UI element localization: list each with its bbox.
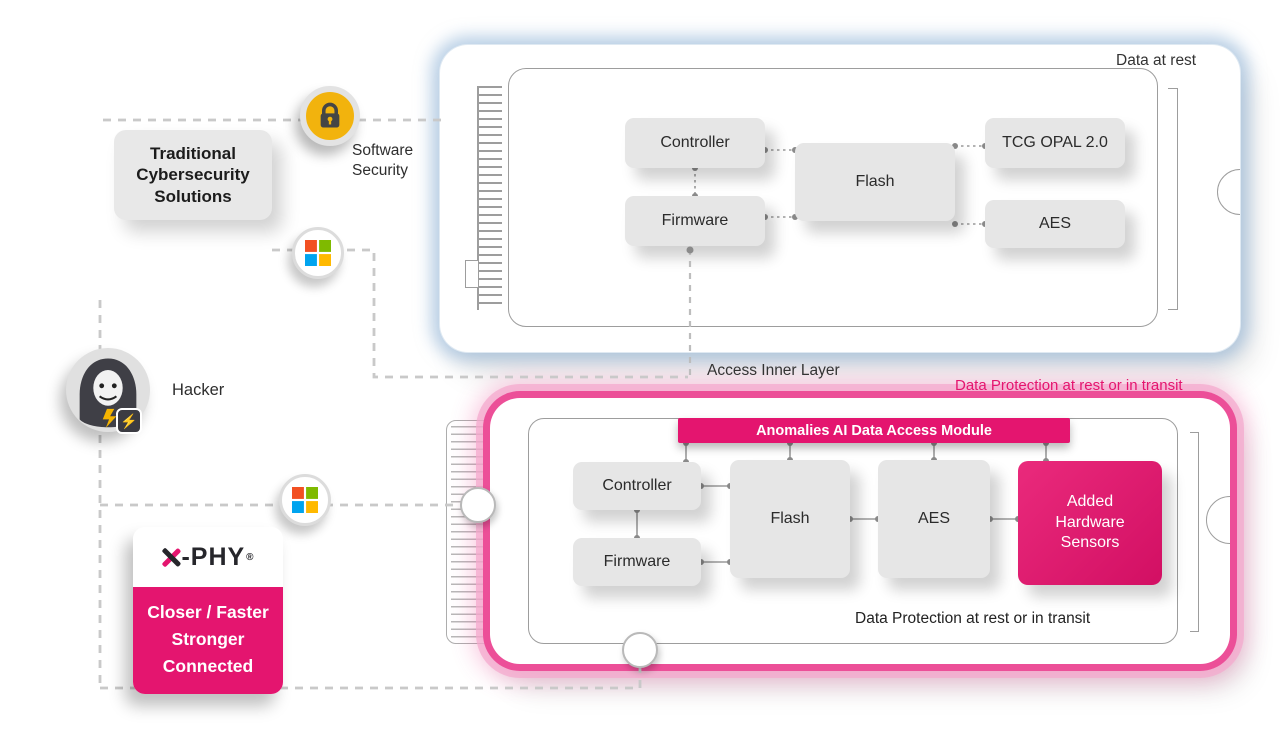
- label-hacker: Hacker: [172, 381, 225, 399]
- xphy-logo: -PHY®: [133, 527, 283, 587]
- block-firmware-bottom: Firmware: [573, 538, 701, 586]
- inner-layer-border-top: [508, 68, 1158, 327]
- tagline-line-2: Stronger: [171, 629, 245, 650]
- connection-node-bottom: [622, 632, 658, 668]
- xphy-x-glyph-icon: [161, 547, 180, 568]
- block-tcg-opal: TCG OPAL 2.0: [985, 118, 1125, 168]
- windows-icon-bottom: [279, 474, 331, 526]
- windows-logo-icon: [292, 487, 318, 513]
- tagline-line-3: Connected: [162, 656, 254, 677]
- connection-node-left: [460, 487, 496, 523]
- registered-mark: ®: [246, 551, 255, 563]
- anomalies-ai-banner: Anomalies AI Data Access Module: [678, 418, 1070, 443]
- windows-logo-icon: [305, 240, 331, 266]
- right-bracket-top: [1168, 88, 1178, 310]
- software-security-lock-icon: [300, 86, 360, 146]
- block-added-hardware-sensors: Added Hardware Sensors: [1018, 461, 1162, 585]
- block-controller-top: Controller: [625, 118, 765, 168]
- block-flash-bottom: Flash: [730, 460, 850, 578]
- bottom-ssd-card: Anomalies AI Data Access Module Controll…: [490, 398, 1230, 664]
- windows-icon-top: [292, 227, 344, 279]
- label-software-security: Software Security: [352, 142, 414, 180]
- xphy-brand-text: -PHY: [181, 542, 246, 571]
- tagline-line-1: Closer / Faster: [147, 602, 269, 622]
- block-aes-bottom: AES: [878, 460, 990, 578]
- block-firmware-top: Firmware: [625, 196, 765, 246]
- xphy-tagline: Closer / Faster Stronger Connected: [133, 587, 283, 695]
- fingers-hatch: [451, 426, 485, 638]
- label-data-protection-caption: Data Protection at rest or in transit: [855, 610, 1091, 627]
- traditional-cybersecurity-box: Traditional Cybersecurity Solutions: [114, 130, 272, 220]
- label-data-at-rest: Data at rest: [1116, 52, 1197, 69]
- label-access-inner-layer: Access Inner Layer: [707, 362, 840, 379]
- label-data-protection-pink: Data Protection at rest or in transit: [955, 377, 1183, 394]
- top-ssd-card: Controller Firmware Flash TCG OPAL 2.0 A…: [440, 45, 1240, 352]
- right-bracket-bottom: [1190, 432, 1199, 632]
- lightning-glyph: ⚡: [120, 412, 138, 429]
- block-flash-top: Flash: [795, 143, 955, 221]
- lightning-badge-icon: ⚡: [116, 408, 142, 434]
- lock-icon: [320, 102, 340, 128]
- connector-fingers-bottom: [446, 420, 490, 644]
- block-aes-top: AES: [985, 200, 1125, 248]
- block-controller-bottom: Controller: [573, 462, 701, 510]
- xphy-brand-card: -PHY® Closer / Faster Stronger Connected: [133, 527, 283, 695]
